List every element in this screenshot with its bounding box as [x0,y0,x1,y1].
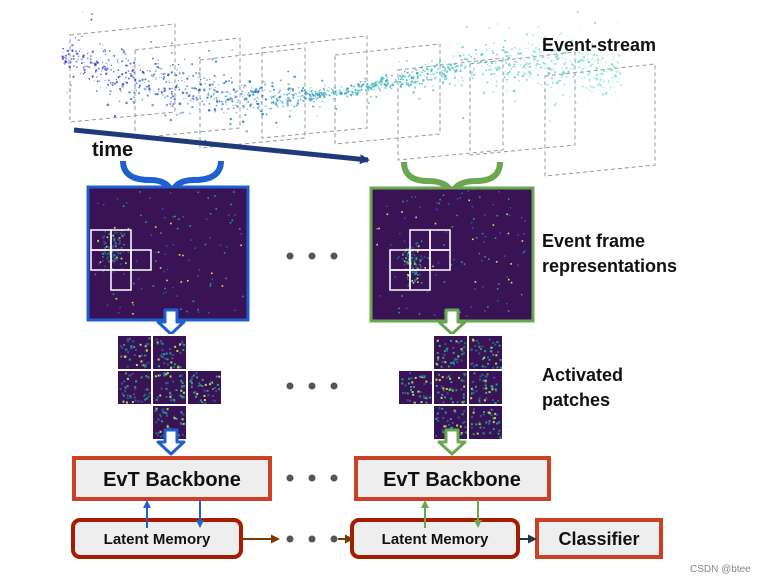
classifier-box: Classifier [535,518,663,559]
activated-label-line1: Activated [542,365,623,385]
latent-memory-left: Latent Memory [71,518,243,559]
ellipsis-memory [286,535,338,543]
latent-memory-left-label: Latent Memory [104,531,211,548]
ellipsis-patches [286,382,338,390]
activated-patches-right [397,334,504,441]
event-frame-right [369,186,535,323]
event-stream-frames [69,23,656,177]
classifier-label: Classifier [558,529,639,549]
event-frame-label-line2: representations [542,256,677,276]
event-stream-points [61,11,623,150]
event-frame-label-line1: Event frame [542,231,645,251]
evt-backbone-right: EvT Backbone [354,456,551,501]
activated-patches-left [116,334,223,441]
time-label: time [92,139,133,161]
evt-backbone-left-label: EvT Backbone [103,469,241,491]
down-arrow-icon-left-1 [156,308,186,336]
down-arrow-icon-right-1 [437,308,467,336]
down-arrow-icon-right-2 [437,428,467,456]
patch-grid-left [90,229,152,291]
patch-grid-right [389,229,451,291]
evt-backbone-left: EvT Backbone [72,456,272,501]
event-frame-left [86,185,250,322]
watermark-text: CSDN @btee [690,564,751,575]
event-stream-label: Event-stream [542,35,656,55]
activated-label-line2: patches [542,390,610,410]
latent-memory-right-label: Latent Memory [382,531,489,548]
ellipsis-backbone [286,474,338,482]
down-arrow-icon-left-2 [156,428,186,456]
ellipsis-frames [286,252,338,260]
time-arrow [73,127,370,165]
latent-memory-right: Latent Memory [350,518,520,559]
evt-backbone-right-label: EvT Backbone [383,469,521,491]
